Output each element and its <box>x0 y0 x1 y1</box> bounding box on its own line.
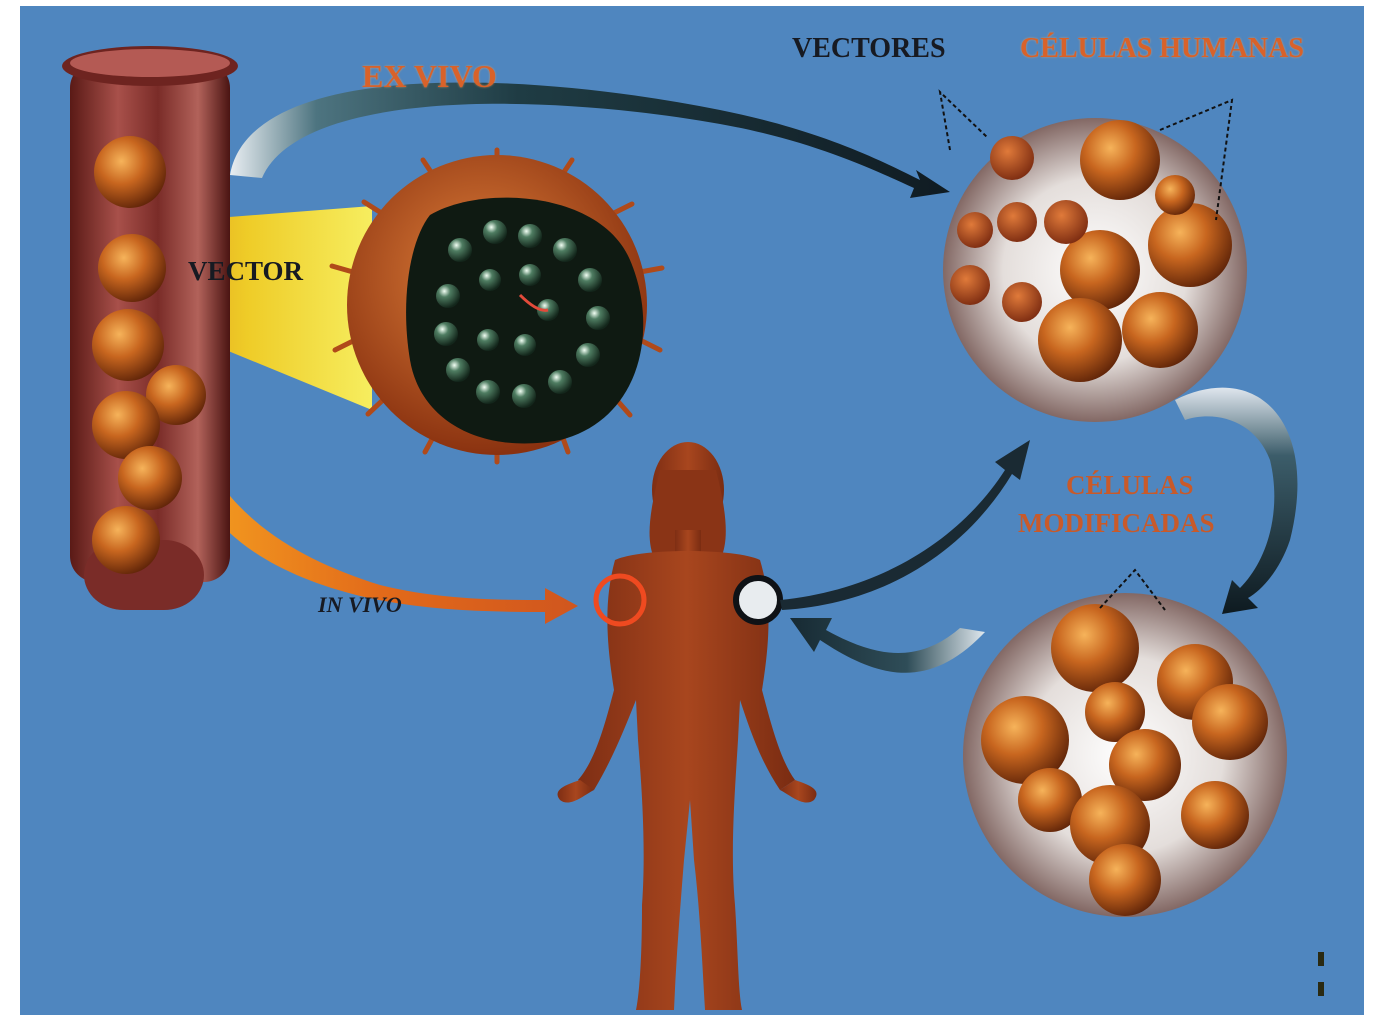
tube-cell <box>92 309 164 381</box>
corner-mark <box>1318 982 1324 996</box>
tube-cell <box>118 446 182 510</box>
celulas-modificadas-label-line1: CÉLULAS <box>1066 470 1194 501</box>
corner-mark <box>1318 952 1324 966</box>
celulas-humanas-label: CÉLULAS HUMANAS <box>1020 33 1304 65</box>
in-vivo-label: IN VIVO <box>318 592 402 618</box>
vector-label: VECTOR <box>188 256 303 287</box>
test-tube <box>62 46 238 610</box>
vector-particle <box>990 136 1034 180</box>
vector-particle <box>997 202 1037 242</box>
vector-particle <box>950 265 990 305</box>
tube-cell <box>94 136 166 208</box>
tube-cell <box>92 506 160 574</box>
ex-vivo-arrow <box>230 82 950 198</box>
ex-vivo-label: EX VIVO <box>362 58 497 95</box>
vector-particle <box>1002 282 1042 322</box>
human-cells-bubble <box>943 118 1247 422</box>
modified-cells-bubble <box>963 593 1287 917</box>
harvest-arrow <box>780 440 1030 610</box>
injection-site-ex-vivo <box>736 578 780 622</box>
reinfusion-arrow <box>790 618 985 673</box>
human-body <box>558 442 817 1010</box>
virus-vector <box>332 150 662 462</box>
vectores-label: VECTORES <box>792 33 946 65</box>
vector-particle <box>957 212 993 248</box>
celulas-modificadas-label-line2: MODIFICADAS <box>1018 508 1215 539</box>
vector-particle <box>1044 200 1088 244</box>
tube-cell <box>98 234 166 302</box>
